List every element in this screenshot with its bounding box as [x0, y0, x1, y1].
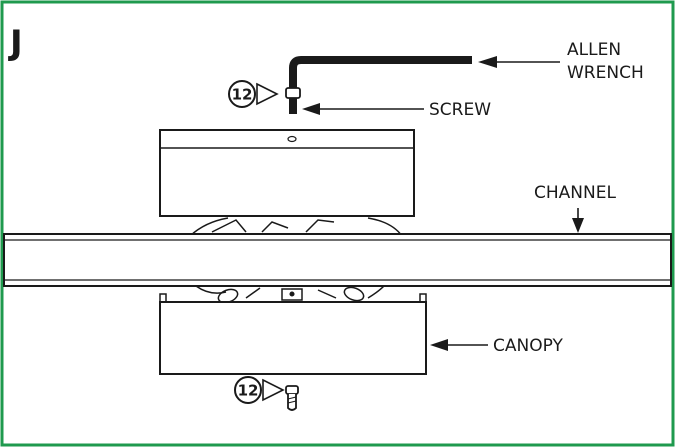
- allen-wrench: [289, 56, 472, 114]
- allen-wrench-arrow: [478, 56, 560, 68]
- channel-label: CHANNEL: [534, 183, 616, 203]
- channel-bar: [3, 233, 672, 287]
- canopy-arrow: [430, 339, 488, 351]
- panel-letter: J: [8, 23, 23, 63]
- allen-wrench-label-line2: WRENCH: [567, 63, 644, 83]
- allen-wrench-label-line1: ALLEN: [567, 40, 621, 60]
- canopy-body: [159, 293, 427, 375]
- step-number-lower: 12: [238, 382, 259, 400]
- screw-arrow: [302, 103, 424, 115]
- step-callout-upper: 12: [228, 80, 279, 108]
- mounting-bracket: [159, 129, 415, 217]
- screw-label: SCREW: [429, 100, 491, 120]
- step-callout-lower: 12: [234, 376, 285, 404]
- canopy-label: CANOPY: [493, 336, 563, 356]
- screw-upper: [285, 87, 301, 114]
- screw-lower: [285, 385, 299, 411]
- channel-arrow: [572, 208, 584, 233]
- step-number-upper: 12: [232, 86, 253, 104]
